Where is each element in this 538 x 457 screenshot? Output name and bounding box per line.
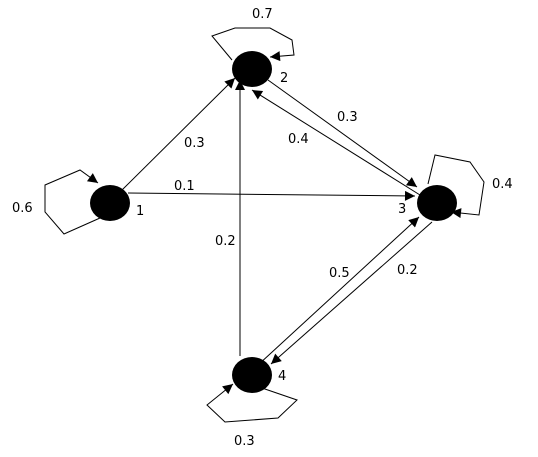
node-label-3: 3	[398, 202, 406, 217]
edge-label-4-2: 0.2	[215, 234, 236, 249]
node-4	[232, 357, 272, 393]
edge-label-1-3: 0.1	[174, 179, 195, 194]
node-label-2: 2	[280, 71, 288, 86]
loop-node-4	[206, 383, 298, 423]
edge-3-to-4	[270, 221, 433, 365]
edge-1-to-2	[121, 77, 236, 191]
edge-3-to-2	[251, 89, 421, 196]
edge-label-2-3: 0.3	[337, 110, 358, 125]
node-3	[417, 185, 457, 221]
edge-2-to-3	[267, 79, 418, 188]
edge-4-to-3	[257, 216, 420, 366]
edge-label-3-4: 0.2	[397, 263, 418, 278]
node-1	[90, 185, 130, 221]
loop-node-1	[44, 169, 101, 235]
loop-node-2	[211, 27, 295, 62]
node-2	[232, 51, 272, 87]
edge-label-3-3: 0.4	[492, 177, 513, 192]
edge-label-4-4: 0.3	[234, 434, 255, 449]
edge-1-to-3	[127, 190, 416, 201]
edge-label-1-1: 0.6	[12, 201, 33, 216]
edge-label-3-2: 0.4	[288, 132, 309, 147]
edge-label-2-2: 0.7	[252, 7, 273, 22]
node-label-1: 1	[136, 204, 144, 219]
edge-label-4-3: 0.5	[329, 266, 350, 281]
edge-label-1-2: 0.3	[184, 136, 205, 151]
node-label-4: 4	[278, 369, 286, 384]
loop-node-3	[427, 154, 485, 219]
